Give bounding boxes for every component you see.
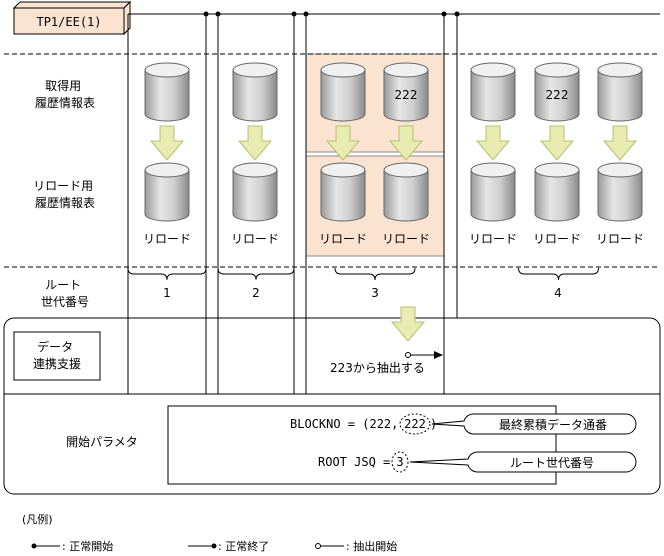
reload-label-g2: リロード xyxy=(231,232,279,246)
timeline xyxy=(128,11,660,17)
gen-number-2: 2 xyxy=(252,286,260,300)
cylinder-g4-acquire-1 xyxy=(470,62,516,122)
generation-numbers: 1 2 3 4 xyxy=(163,286,562,300)
cylinder-g4-reload-1 xyxy=(470,162,516,222)
callout-last-seq xyxy=(431,413,637,435)
callout-root-gen-text: ルート世代番号 xyxy=(510,456,594,470)
cylinder-g3-reload-1 xyxy=(320,162,366,222)
cylinder-g4-acquire-3 xyxy=(597,62,643,122)
legend-title: (凡例) xyxy=(22,512,53,526)
acquire-log-label: 取得用 履歴情報表 xyxy=(35,78,95,110)
arrow-g1 xyxy=(150,125,184,161)
extract-marker xyxy=(405,351,443,359)
row-separators xyxy=(4,53,660,268)
reload-cylinders xyxy=(144,162,643,222)
start-param-label: 開始パラメタ xyxy=(66,435,138,449)
root-value: 3 xyxy=(396,455,403,469)
legend-normal-end: : 正常終了 xyxy=(188,539,269,553)
system-label: TP1/EE(1) xyxy=(36,15,101,29)
cylinder-g4-reload-3 xyxy=(597,162,643,222)
reload-label-g4-3: リロード xyxy=(596,232,644,246)
callout-last-seq-text: 最終累積データ通番 xyxy=(499,417,607,432)
extract-note: 223から抽出する xyxy=(330,361,425,375)
generation-braces xyxy=(127,266,600,282)
lower-container xyxy=(3,317,661,495)
data-link-box xyxy=(13,331,101,381)
reload-log-label: リロード用 履歴情報表 xyxy=(33,179,97,210)
root-prefix: ROOT JSQ = xyxy=(318,455,390,469)
gen-number-4: 4 xyxy=(554,286,562,300)
cylinder-g4-reload-2 xyxy=(534,162,580,222)
cylinder-g2-reload xyxy=(232,162,278,222)
reload-label-g3-1: リロード xyxy=(319,232,367,246)
blockno-value: 222 xyxy=(404,417,426,431)
generation-lines xyxy=(127,14,458,394)
arrow-g4-3 xyxy=(603,125,637,161)
gen-number-1: 1 xyxy=(163,286,171,300)
g3-cylinder-value: 222 xyxy=(395,88,418,102)
arrow-g4-2 xyxy=(540,125,574,161)
callout-root-gen xyxy=(409,451,637,473)
route-gen-label: ルート 世代番号 xyxy=(41,278,89,309)
blockno-prefix: BLOCKNO = (222, xyxy=(290,417,398,431)
cylinder-g2-acquire xyxy=(232,62,278,122)
blockno-highlight xyxy=(399,413,431,435)
arrow-g4-1 xyxy=(476,125,510,161)
system-label-box: TP1/EE(1) xyxy=(12,0,132,36)
reload-label-g4-1: リロード xyxy=(469,232,517,246)
reload-label-g1: リロード xyxy=(143,232,191,246)
cylinder-g1-acquire xyxy=(144,62,190,122)
reload-labels: リロード リロード リロード リロード リロード リロード リロード xyxy=(143,232,644,246)
legend-extract-start: : 抽出開始 xyxy=(315,539,397,553)
cylinder-g1-reload xyxy=(144,162,190,222)
g4-cylinder-value: 222 xyxy=(546,88,569,102)
arrow-g2 xyxy=(238,125,272,161)
cylinder-g3-acquire-1 xyxy=(320,62,366,122)
reload-label-g4-2: リロード xyxy=(533,232,581,246)
root-highlight xyxy=(391,451,409,473)
arrow-data-link xyxy=(391,306,425,342)
svg-text:: 抽出開始: : 抽出開始 xyxy=(346,539,397,553)
legend-normal-start: : 正常開始 xyxy=(31,539,113,553)
gen-number-3: 3 xyxy=(371,286,379,300)
svg-text:: 正常開始: : 正常開始 xyxy=(62,539,113,553)
reload-label-g3-2: リロード xyxy=(382,232,430,246)
cylinder-g3-reload-2 xyxy=(383,162,429,222)
svg-text:: 正常終了: : 正常終了 xyxy=(218,539,269,553)
data-link-label: データ 連携支援 xyxy=(33,339,81,371)
